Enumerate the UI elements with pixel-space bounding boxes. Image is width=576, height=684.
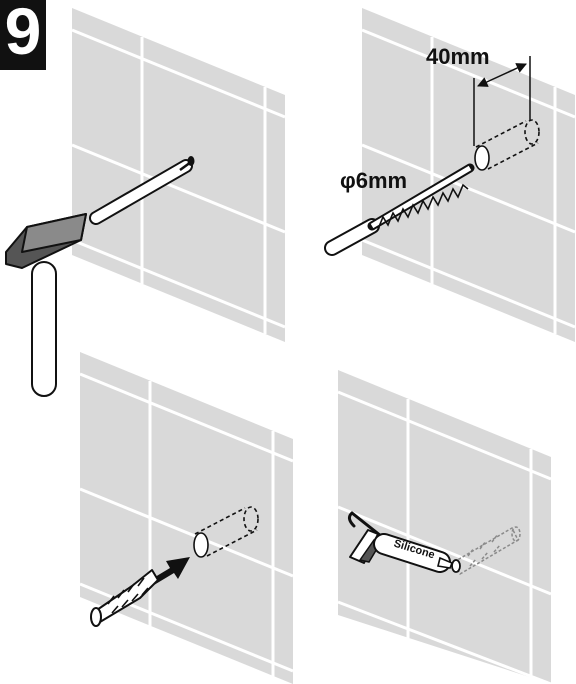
dimension-line — [473, 56, 531, 146]
step-number: 9 — [4, 0, 42, 68]
drill-hole-icon — [193, 506, 259, 558]
grout-lines — [337, 390, 552, 684]
grout-lines — [71, 28, 286, 334]
arrow-icon — [150, 557, 190, 585]
hammer-icon — [5, 213, 87, 397]
panel-drill — [324, 8, 576, 342]
panel-silicone: Silicone — [337, 370, 552, 684]
tile-wall — [338, 370, 551, 684]
grout-lines — [361, 28, 576, 334]
diameter-label: φ6mm — [340, 168, 408, 193]
panel-insert-plug — [79, 352, 294, 684]
drill-bit-icon — [324, 163, 475, 256]
wall-plug-icon — [90, 569, 159, 627]
drill-hole-icon — [474, 119, 540, 171]
depth-label: 40mm — [426, 44, 490, 69]
tile-wall — [80, 352, 293, 684]
step-badge: 9 — [0, 0, 46, 70]
tile-wall — [362, 8, 575, 342]
nail-icon — [89, 156, 195, 225]
panel-mark-hole — [5, 8, 286, 397]
